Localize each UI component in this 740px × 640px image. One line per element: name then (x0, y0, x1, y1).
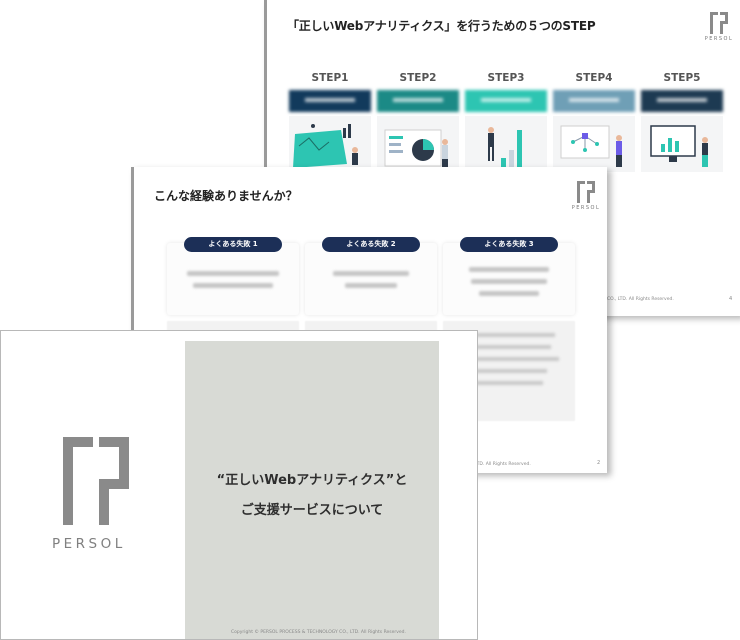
fail-card: よくある失敗 1 (167, 237, 299, 317)
step-heading-bar (377, 90, 459, 112)
step-column: STEP3 (465, 72, 547, 172)
step-description-blurred (641, 184, 723, 276)
persol-logo-icon (63, 437, 129, 525)
persol-logo-text: PERSOL (52, 536, 126, 552)
persol-logo-icon (577, 181, 595, 203)
experience-slide-title: こんな経験ありませんか？ (154, 189, 298, 203)
step-illustration (465, 116, 547, 172)
step-heading-bar (553, 90, 635, 112)
slide-footer: CO., LTD. All Rights Reserved. (607, 297, 674, 302)
fail-card: よくある失敗 3 (443, 237, 575, 317)
slide-footer: Copyright © PERSOL PROCESS & TECHNOLOGY … (231, 630, 406, 635)
step-illustration (377, 116, 459, 172)
step-column: STEP1 (289, 72, 371, 172)
persol-logo-icon (710, 12, 728, 34)
step-heading-bar (465, 90, 547, 112)
step-label: STEP5 (663, 72, 701, 84)
page-number: 2 (597, 460, 601, 466)
step-label: STEP4 (575, 72, 613, 84)
fail-detail-blurred (305, 321, 437, 331)
step-heading-bar (289, 90, 371, 112)
persol-logo: PERSOL (704, 12, 734, 46)
fail-detail-blurred (167, 321, 299, 331)
fail-label: よくある失敗 3 (460, 237, 558, 252)
step-heading-bar (641, 90, 723, 112)
cover-title-line1: “正しいWebアナリティクス”と (216, 473, 408, 488)
step-column: STEP2 (377, 72, 459, 172)
slide-footer: CO., LTD. All Rights Reserved. (464, 462, 531, 467)
fail-card: よくある失敗 2 (305, 237, 437, 317)
step-illustration (641, 116, 723, 172)
step-column: STEP4 (553, 72, 635, 172)
fail-label: よくある失敗 1 (184, 237, 282, 252)
step-illustration (289, 116, 371, 172)
cover-slide: PERSOL “正しいWebアナリティクス”と ご支援サービスについて Copy… (0, 330, 478, 640)
persol-logo: PERSOL (571, 181, 601, 215)
cover-title-line2: ご支援サービスについて (240, 503, 384, 518)
step-illustration (553, 116, 635, 172)
step-column: STEP5 (641, 72, 723, 172)
fail-label: よくある失敗 2 (322, 237, 420, 252)
step-label: STEP3 (487, 72, 525, 84)
persol-logo-text: PERSOL (571, 205, 601, 211)
cover-title-panel: “正しいWebアナリティクス”と ご支援サービスについて (185, 341, 439, 639)
step-slide-title: 「正しいWebアナリティクス」を行うための５つのSTEP (287, 19, 596, 33)
step-label: STEP1 (311, 72, 349, 84)
page-number: 4 (729, 296, 733, 302)
persol-logo-text: PERSOL (704, 36, 734, 42)
step-label: STEP2 (399, 72, 437, 84)
